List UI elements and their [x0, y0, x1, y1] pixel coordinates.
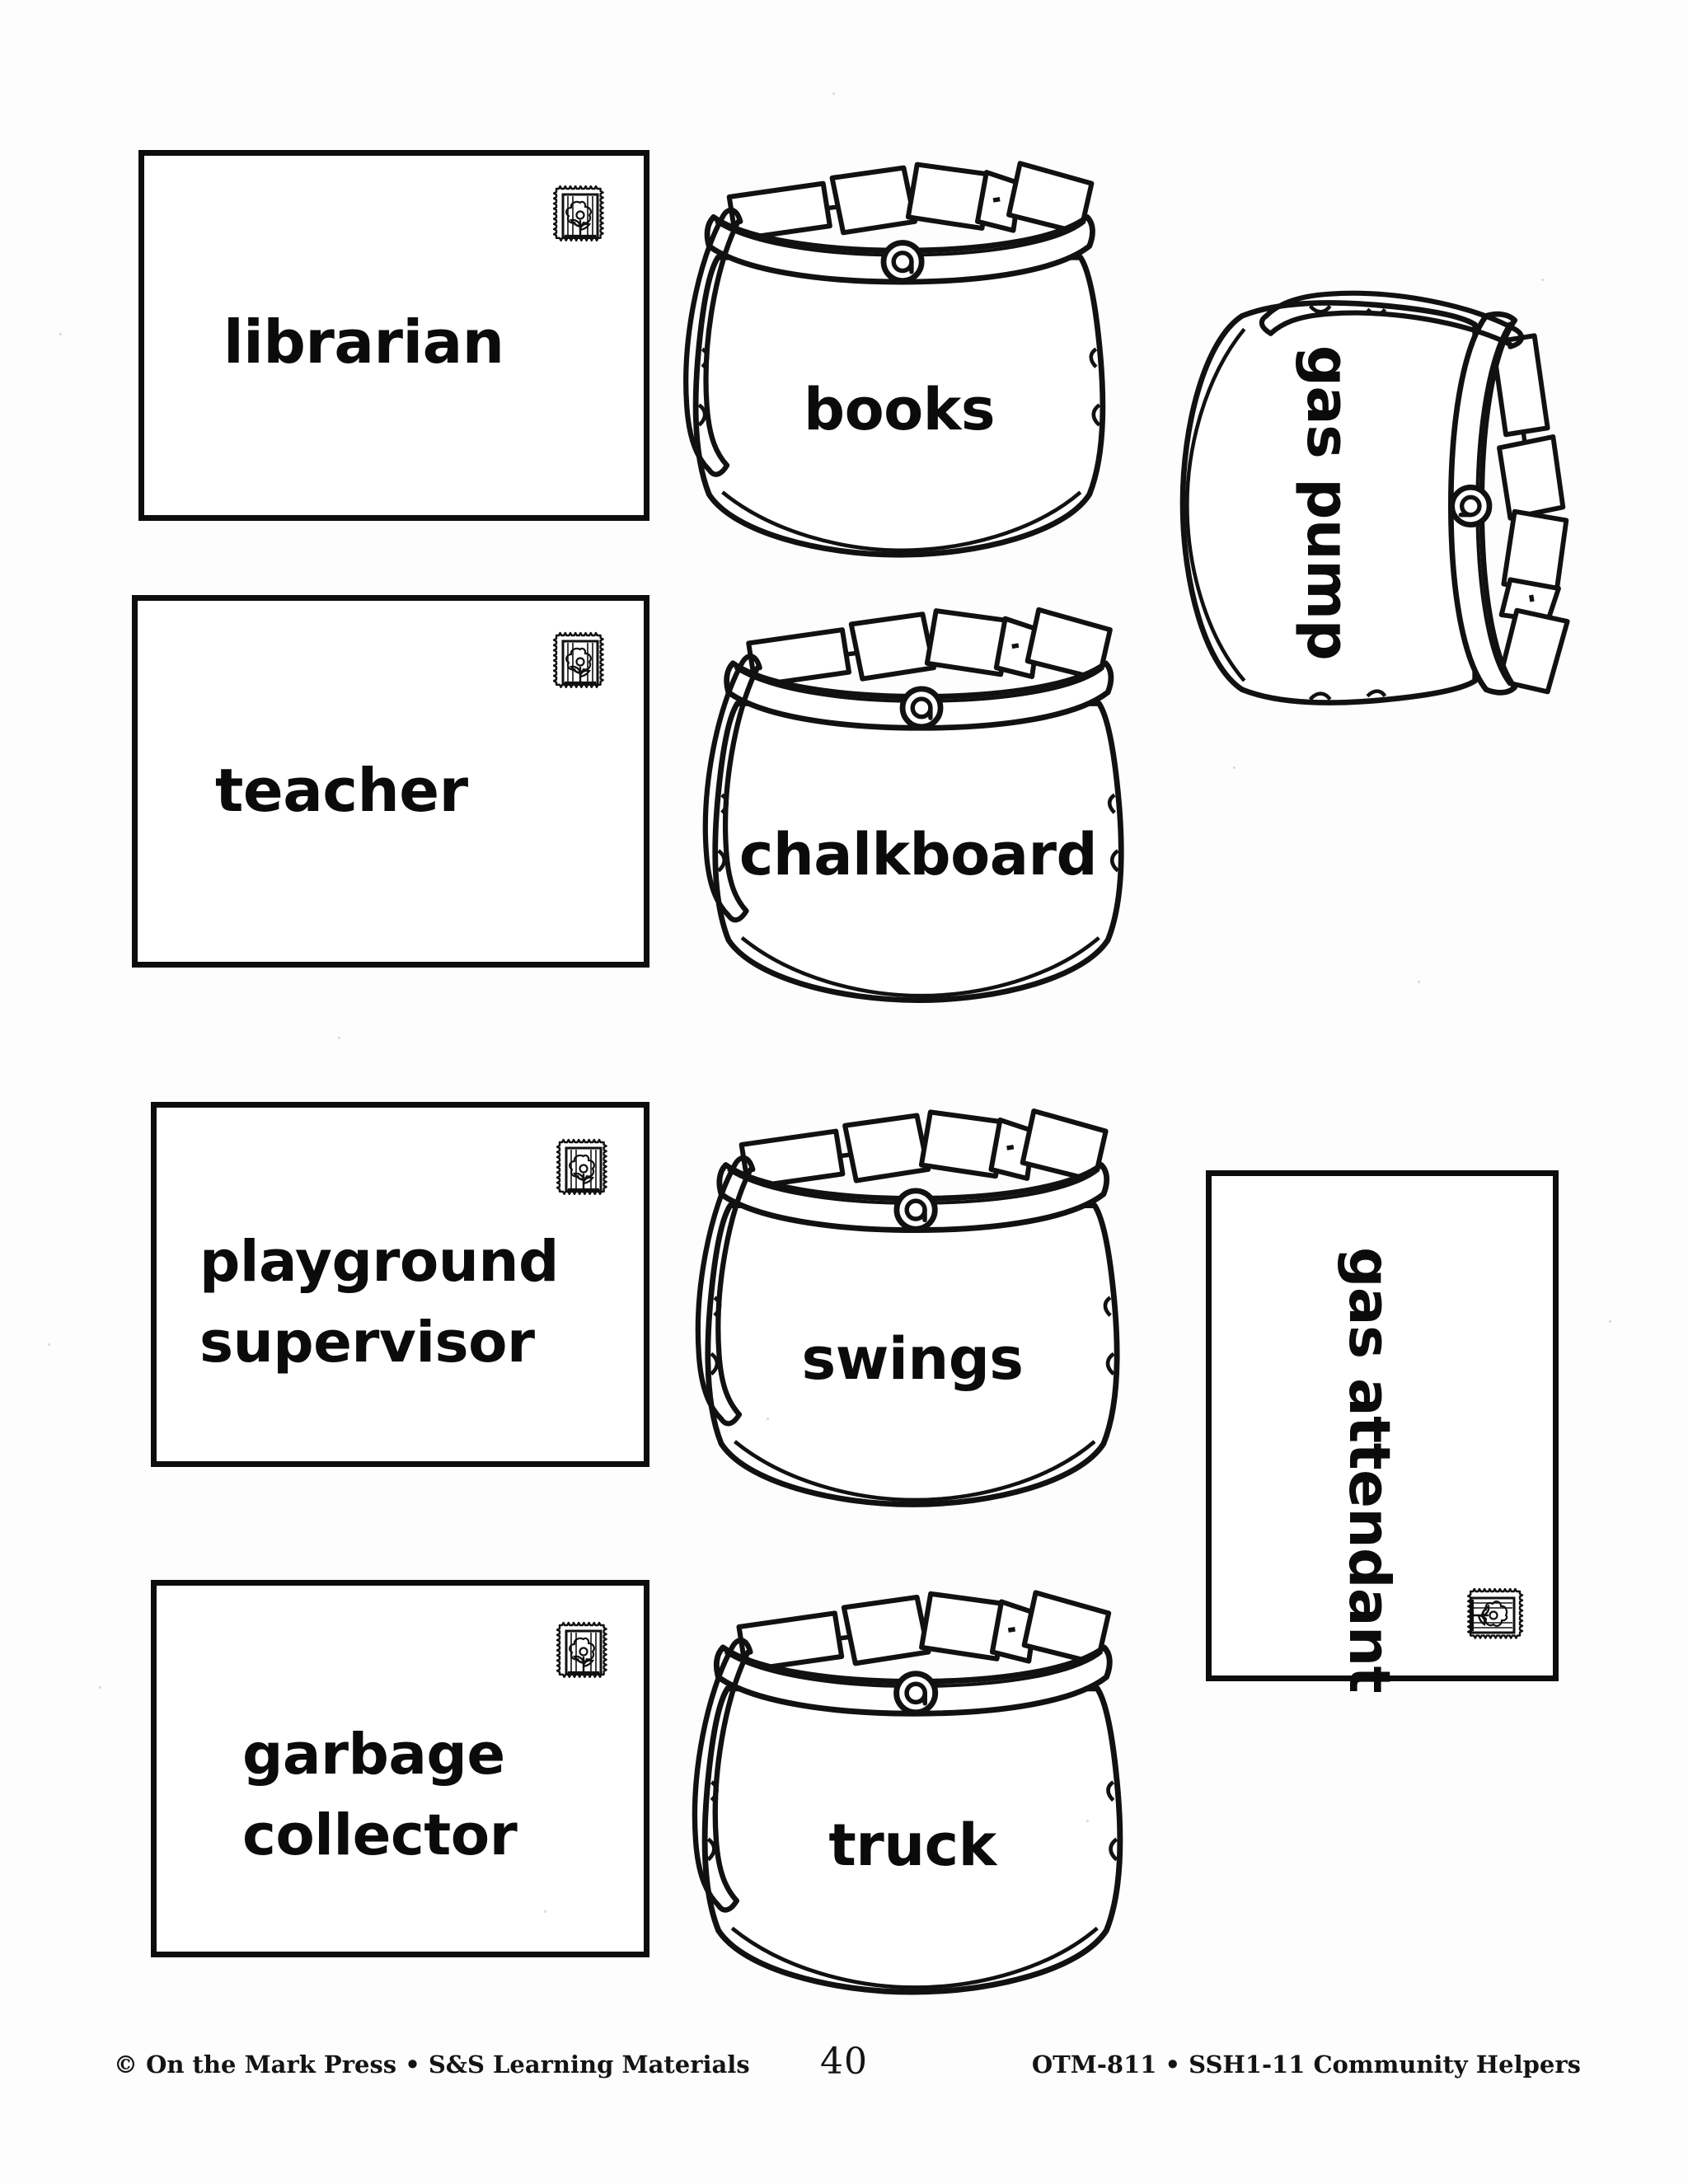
envelope-card-garbage-collector[interactable]: garbage collector — [151, 1580, 649, 1957]
mail-bag-icon — [1159, 272, 1596, 733]
mail-bag-swings[interactable]: swings — [673, 1086, 1152, 1525]
mail-bag-label-books: books — [803, 376, 996, 443]
envelope-card-teacher[interactable]: teacher — [132, 595, 649, 968]
envelope-label-playground-supervisor-line1: playground — [199, 1229, 559, 1295]
envelope-label-librarian: librarian — [223, 307, 504, 377]
footer-copyright: © On the Mark Press • S&S Learning Mater… — [114, 2050, 750, 2079]
envelope-label-gas-attendant: gas attendant — [1336, 1247, 1402, 1694]
mail-bag-books[interactable]: books — [664, 138, 1134, 575]
mail-bag-icon — [664, 138, 1134, 575]
envelope-card-playground-supervisor[interactable]: playground supervisor — [151, 1102, 649, 1467]
footer-page-number: 40 — [820, 2041, 868, 2083]
postage-stamp-flower-icon — [553, 184, 607, 248]
mail-bag-truck[interactable]: truck — [673, 1568, 1152, 2013]
postage-stamp-flower-icon — [1461, 1588, 1525, 1643]
mail-bag-icon — [673, 1568, 1152, 2013]
mail-bag-icon — [682, 585, 1154, 1020]
mail-bag-gas-pump[interactable]: gas pump — [1159, 272, 1596, 733]
postage-stamp-flower-icon — [556, 1137, 611, 1202]
page-footer: © On the Mark Press • S&S Learning Mater… — [0, 2041, 1688, 2095]
mail-bag-chalkboard[interactable]: chalkboard — [682, 585, 1154, 1020]
envelope-label-teacher: teacher — [215, 756, 468, 825]
mail-bag-label-chalkboard: chalkboard — [738, 821, 1098, 888]
postage-stamp-flower-icon — [553, 630, 607, 695]
envelope-label-garbage-collector-line1: garbage — [242, 1722, 505, 1788]
mail-bag-icon — [673, 1086, 1152, 1525]
mail-bag-label-gas-pump: gas pump — [1294, 344, 1362, 661]
mail-bag-label-truck: truck — [828, 1811, 996, 1879]
mail-bag-label-swings: swings — [801, 1325, 1024, 1393]
postage-stamp-flower-icon — [556, 1620, 611, 1685]
envelope-label-garbage-collector-line2: collector — [242, 1802, 518, 1868]
footer-reference: OTM-811 • SSH1-11 Community Helpers — [1031, 2050, 1581, 2079]
envelope-label-playground-supervisor-line2: supervisor — [199, 1310, 535, 1376]
envelope-card-librarian[interactable]: librarian — [138, 150, 649, 521]
envelope-card-gas-attendant[interactable]: gas attendant — [1206, 1170, 1559, 1693]
